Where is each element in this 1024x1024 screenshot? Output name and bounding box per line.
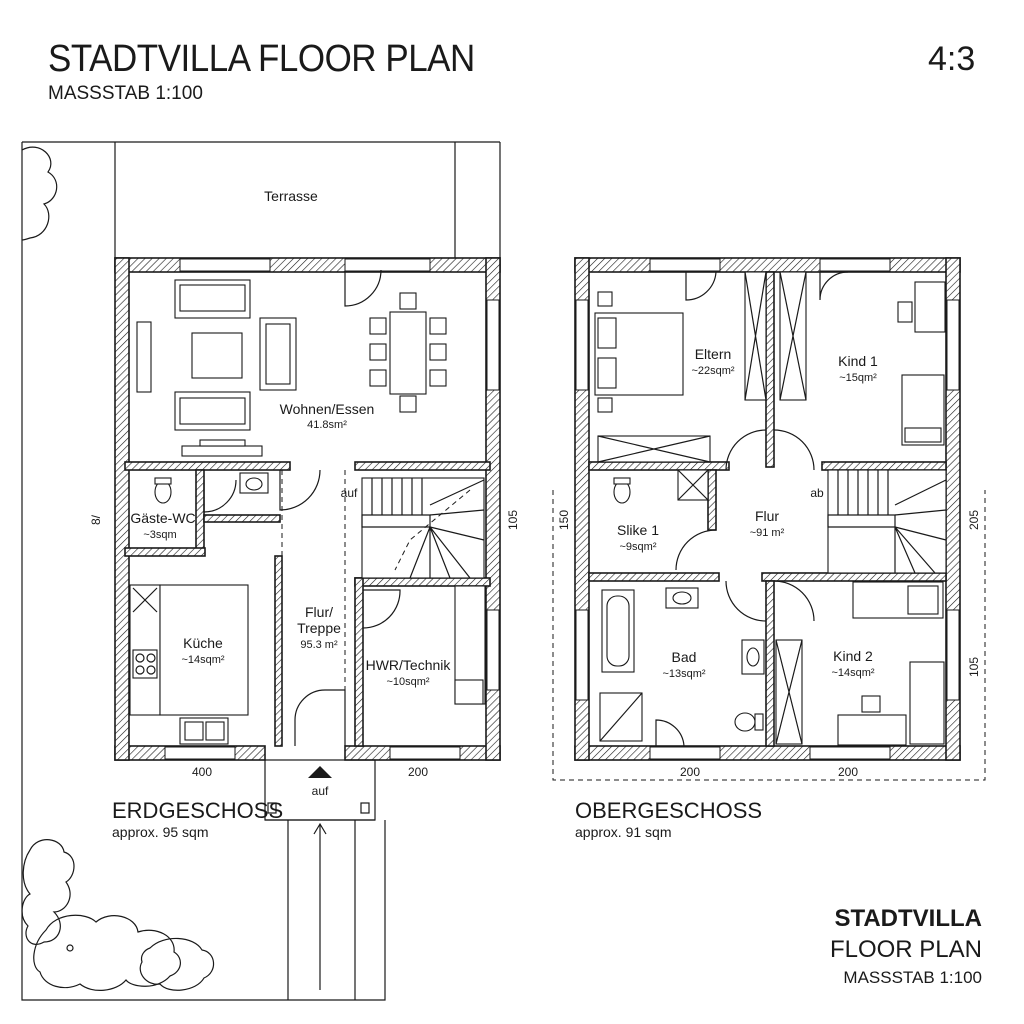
room-name-gaeste-wc: Gäste-WC [130, 510, 195, 526]
room-area-kueche: ~14sqm² [181, 654, 224, 666]
dim-upper-bottom-right: 200 [838, 765, 858, 779]
upper-floor-dimension-frame [552, 490, 986, 781]
upper-floor-name: OBERGESCHOSS [575, 798, 762, 823]
upper-floor-area: approx. 91 sqm [575, 824, 672, 840]
room-area-kind-1: ~15qm² [839, 372, 877, 384]
room-name-eltern: Eltern [695, 346, 732, 362]
footer-subtitle: FLOOR PLAN [829, 936, 982, 963]
ground-floor-area: approx. 95 sqm [112, 824, 209, 840]
dim-upper-left: 150 [557, 510, 571, 530]
room-area-wohnen: 41.8sm² [307, 419, 347, 431]
room-name-bad: Bad [672, 649, 697, 665]
room-name-flur-1: Flur/ [305, 604, 333, 620]
dim-ground-right: 105 [506, 510, 520, 530]
ground-floor-doors [203, 269, 401, 746]
room-area-kind-2: ~14sqm² [831, 667, 874, 679]
room-name-flur-2: Treppe [297, 620, 341, 636]
room-area-bad: ~13sqm² [662, 668, 705, 680]
footer-scale: MASSSTAB 1:100 [843, 968, 982, 987]
room-area-eltern: ~22sqm² [691, 365, 734, 377]
ground-floor-name: ERDGESCHOSS [112, 798, 283, 823]
room-area-slike-1: ~9sqm² [620, 541, 657, 553]
room-area-gaeste-wc: ~3sqm [143, 529, 176, 541]
entry-label: auf [312, 784, 329, 798]
ground-stair-label: auf [341, 486, 358, 500]
room-name-slike-1: Slike 1 [617, 522, 659, 538]
room-area-flur-og: ~91 m² [750, 527, 785, 539]
room-name-flur-og: Flur [755, 508, 779, 524]
dim-upper-right-top: 205 [967, 510, 981, 530]
room-name-wohnen: Wohnen/Essen [280, 401, 375, 417]
room-name-kind-1: Kind 1 [838, 353, 878, 369]
upper-floor-doors [655, 271, 849, 747]
dim-ground-bottom-right: 200 [408, 765, 428, 779]
ground-floor-walls [114, 257, 501, 761]
dim-upper-bottom-left: 200 [680, 765, 700, 779]
dim-upper-right-bottom: 105 [967, 657, 981, 677]
room-name-kueche: Küche [183, 635, 223, 651]
aspect-ratio-label: 4:3 [928, 40, 976, 78]
room-area-hwr: ~10sqm² [386, 676, 429, 688]
room-area-flur: 95.3 m² [300, 639, 338, 651]
terrace-label: Terrasse [264, 188, 318, 204]
footer-title: STADTVILLA [834, 905, 982, 932]
upper-floor-walls [574, 257, 961, 761]
upper-stair-label: ab [810, 486, 824, 500]
upper-floor-furniture [594, 271, 947, 746]
page-title: STADTVILLA FLOOR PLAN [48, 38, 475, 80]
dim-ground-bottom-left: 400 [192, 765, 212, 779]
room-name-kind-2: Kind 2 [833, 648, 873, 664]
ground-floor-furniture [129, 279, 486, 745]
dim-ground-left: 8/ [89, 514, 103, 525]
entry-arrow-icon [308, 766, 332, 778]
scale-label: MASSSTAB 1:100 [48, 83, 203, 104]
entrance-landing [264, 759, 376, 821]
room-name-hwr: HWR/Technik [366, 657, 452, 673]
